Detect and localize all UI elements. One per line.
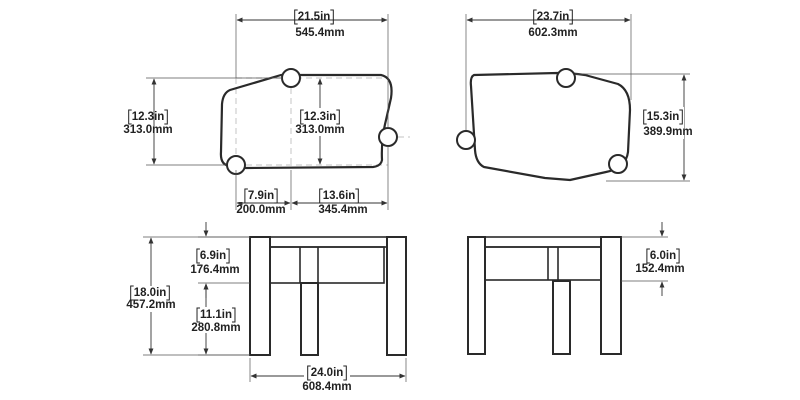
dim-label-mm: 176.4mm [190,264,239,276]
side-view: 6.0in 152.4mm [467,222,685,355]
leg [467,236,486,355]
bracket-mark [307,365,311,381]
leg-circle [378,127,398,147]
bracket-mark [166,285,170,301]
bracket-mark [196,307,201,323]
dim-label-in: 13.6in [323,190,356,202]
dim-label-mm: 200.0mm [236,204,285,216]
tabletop-edge [471,236,621,248]
dim-label-mm: 389.9mm [643,126,692,138]
bracket-mark [231,307,236,323]
tabletop-outline [469,71,632,182]
leg-circle [456,130,476,150]
dim-label-in: 12.3in [304,111,337,123]
dim-label-in: 12.3in [132,111,165,123]
bracket-mark [679,109,683,125]
dim-label-in: 11.1in [200,309,232,321]
bracket-mark [676,248,680,264]
dim-label-mm: 457.2mm [126,299,175,311]
leg-circle [608,154,628,174]
dim-label-in: 7.9in [248,190,274,202]
bracket-mark [330,9,334,25]
dim-label-in: 6.9in [200,250,226,262]
dim-label-mm: 545.4mm [295,27,344,39]
dim-label-mm: 345.4mm [318,204,367,216]
apron [484,246,602,281]
bracket-mark [319,188,323,204]
bracket-mark [646,248,650,264]
apron [269,246,385,284]
bracket-mark [355,188,359,204]
bracket-mark [274,188,278,204]
bracket-mark [643,109,647,125]
tabletop-outline [219,73,393,170]
dim-label-in: 23.7in [537,11,570,23]
dim-label-mm: 602.3mm [528,27,577,39]
leg [300,282,319,356]
dim-label-mm: 608.4mm [302,381,351,393]
bracket-mark [336,109,340,125]
bracket-mark [226,248,230,264]
dim-label-mm: 313.0mm [123,124,172,136]
leg [552,280,571,355]
dim-label-in: 24.0in [311,367,344,379]
bracket-mark [130,285,134,301]
bracket-mark [533,9,537,25]
bracket-mark [569,9,573,25]
dim-label-mm: 152.4mm [635,263,684,275]
top-view-right: 23.7in 602.3mm 15.3in 389.9mm [456,9,693,182]
dim-label-in: 15.3in [647,111,680,123]
dim-label-mm: 313.0mm [295,124,344,136]
tabletop-edge [251,236,403,248]
top-view-left: 21.5in 545.4mm 12.3in 313.0mm 12.3in 313… [123,9,410,216]
bracket-mark [164,109,168,125]
front-view: 6.9in 176.4mm 18.0in 457.2mm 11.1in 280.… [126,222,407,393]
dim-label-in: 18.0in [134,287,167,299]
bracket-mark [343,365,347,381]
leg [600,236,622,355]
leg-circle [556,68,576,88]
dim-label-in: 21.5in [298,11,331,23]
dim-label-in: 6.0in [650,250,676,262]
bracket-mark [128,109,132,125]
leg [386,236,407,356]
bracket-mark [244,188,248,204]
bracket-mark [300,109,304,125]
leg-circle [281,68,301,88]
dim-label-mm: 280.8mm [191,322,240,334]
bracket-mark [196,248,200,264]
leg [249,236,271,356]
bracket-mark [294,9,298,25]
